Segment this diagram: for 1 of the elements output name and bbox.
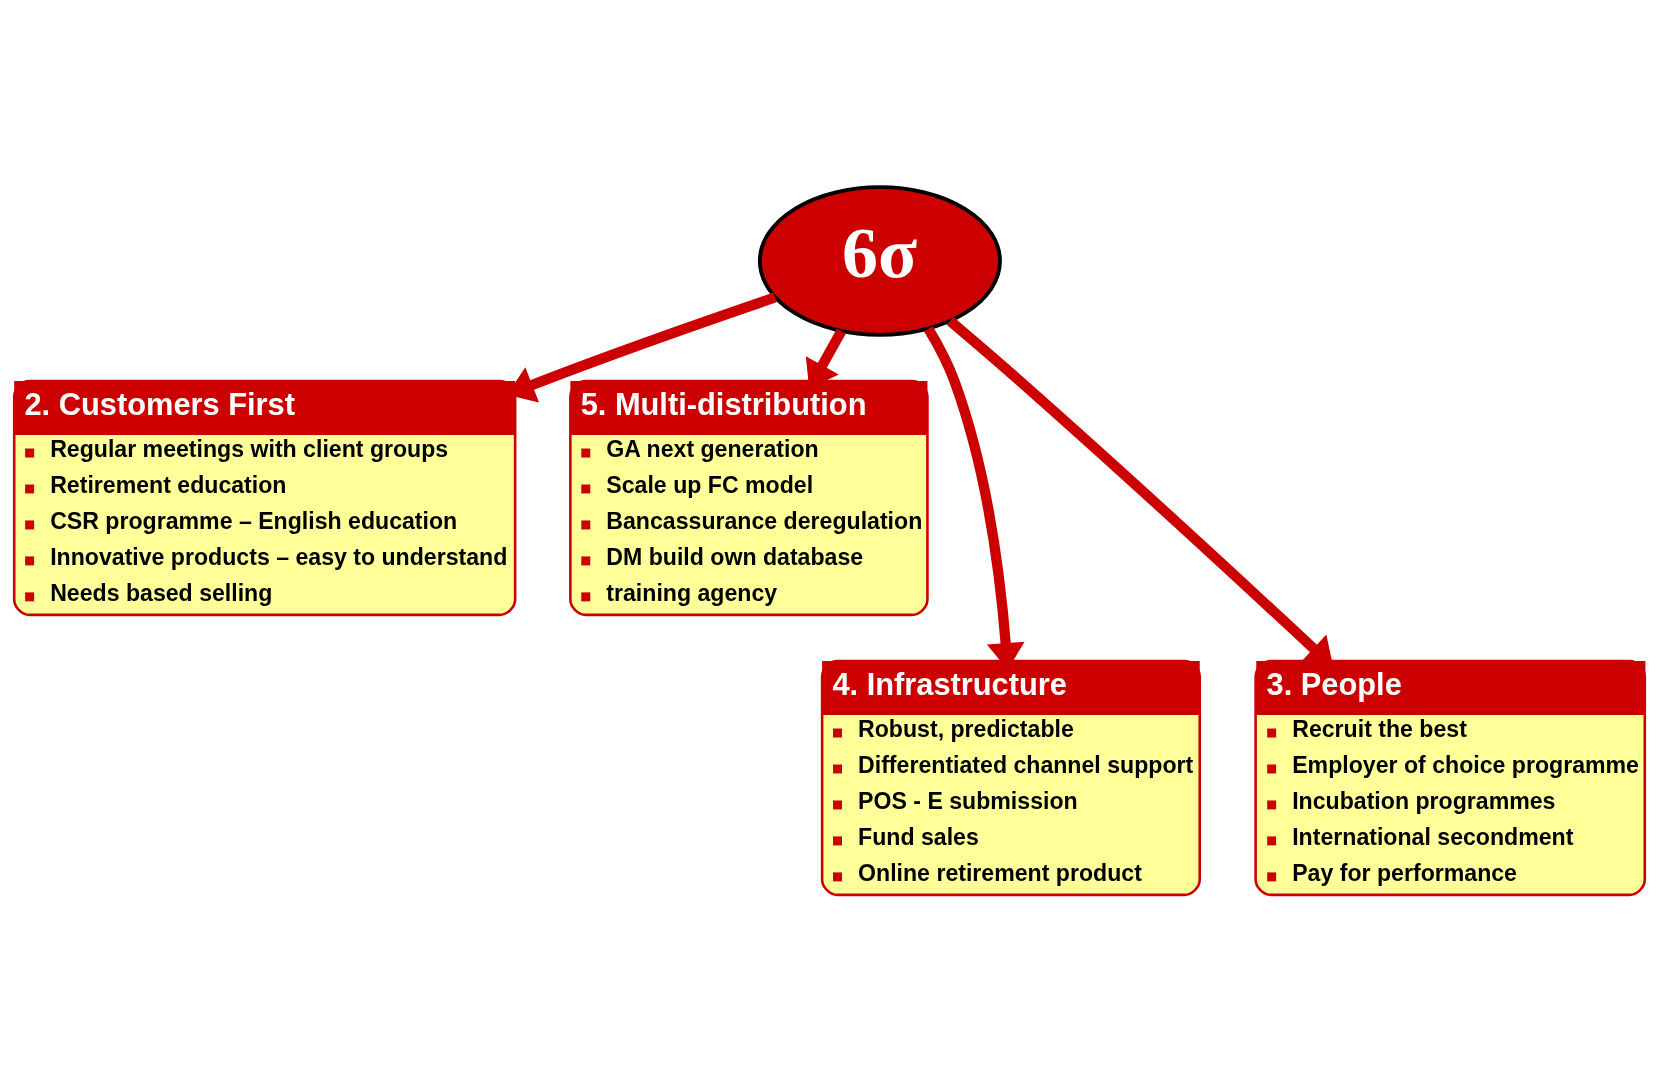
node-ellipse: 6σ bbox=[757, 185, 1002, 337]
